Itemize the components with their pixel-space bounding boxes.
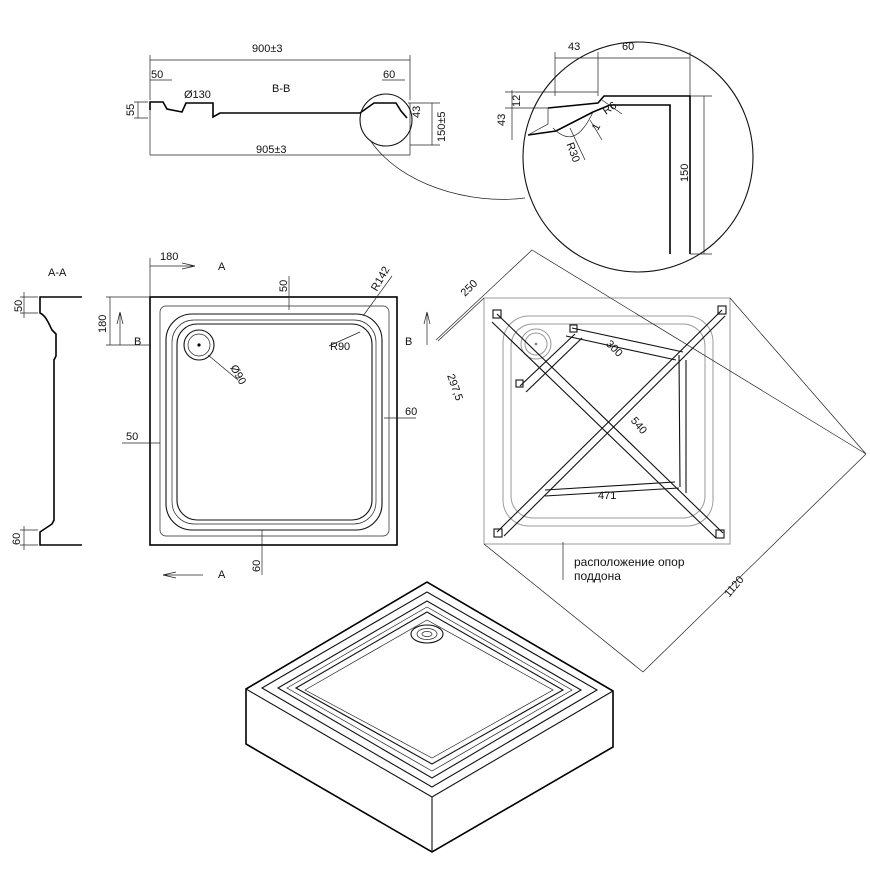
sup-dim-297: 297,5 bbox=[444, 372, 465, 402]
detail-dim-12: 12 bbox=[511, 95, 523, 107]
bb-dim-d130: Ø130 bbox=[184, 89, 211, 101]
detail-dim-1: 1 bbox=[590, 121, 603, 132]
sup-dim-250: 250 bbox=[459, 278, 480, 299]
section-bb: 900±3 50 60 B-B Ø130 55 905±3 43 150±5 bbox=[125, 43, 526, 200]
plan-dim-r142: R142 bbox=[369, 265, 393, 294]
bb-dim-150: 150±5 bbox=[436, 111, 448, 142]
aa-title: A-A bbox=[48, 267, 67, 279]
plan-cut-a-bottom: A bbox=[218, 569, 226, 581]
plan-view: A A 180 B B 180 50 R142 R90 Ø90 50 60 60 bbox=[97, 251, 431, 581]
detail-dim-60: 60 bbox=[622, 41, 634, 53]
sup-dim-1120: 1120 bbox=[722, 574, 746, 600]
bb-title: B-B bbox=[272, 83, 290, 95]
sup-dim-300: 300 bbox=[603, 338, 624, 359]
plan-dim-50-left: 50 bbox=[126, 431, 138, 443]
plan-dim-60-right: 60 bbox=[405, 406, 417, 418]
bb-dim-905: 905±3 bbox=[256, 144, 287, 156]
plan-dim-50-top: 50 bbox=[278, 280, 290, 292]
plan-dim-180-h: 180 bbox=[160, 251, 178, 263]
isometric-view bbox=[245, 581, 614, 853]
detail-dim-150: 150 bbox=[679, 164, 691, 182]
aa-dim-50: 50 bbox=[13, 300, 25, 312]
detail-dim-43: 43 bbox=[568, 41, 580, 53]
sup-dim-471: 471 bbox=[598, 490, 616, 502]
bb-dim-55: 55 bbox=[125, 104, 137, 116]
plan-dim-180-v: 180 bbox=[97, 315, 109, 333]
plan-dim-d90: Ø90 bbox=[227, 363, 248, 387]
plan-cut-b-right: B bbox=[405, 336, 412, 348]
plan-dim-60-bottom: 60 bbox=[251, 560, 263, 572]
bb-dim-900: 900±3 bbox=[252, 43, 283, 55]
detail-view: 43 60 12 43 R6 1 R30 150 bbox=[496, 41, 754, 273]
detail-dim-r30: R30 bbox=[564, 141, 582, 164]
detail-dim-r6: R6 bbox=[601, 100, 619, 118]
bb-dim-60: 60 bbox=[383, 69, 395, 81]
plan-cut-a-top: A bbox=[218, 261, 226, 273]
sup-dim-540: 540 bbox=[628, 415, 649, 437]
aa-dim-60: 60 bbox=[11, 533, 23, 545]
plan-cut-b-left: B bbox=[134, 336, 141, 348]
sup-note-line1: расположение опор bbox=[574, 555, 685, 569]
bb-dim-43: 43 bbox=[411, 106, 423, 118]
detail-dim-43v: 43 bbox=[496, 114, 508, 126]
plan-dim-r90: R90 bbox=[330, 341, 350, 353]
section-aa: A-A 50 60 bbox=[11, 267, 82, 550]
support-layout: 1120 250 297,5 300 540 471 расположение … bbox=[435, 249, 867, 673]
sup-note-line2: поддона bbox=[574, 569, 621, 583]
bb-dim-50: 50 bbox=[151, 69, 163, 81]
